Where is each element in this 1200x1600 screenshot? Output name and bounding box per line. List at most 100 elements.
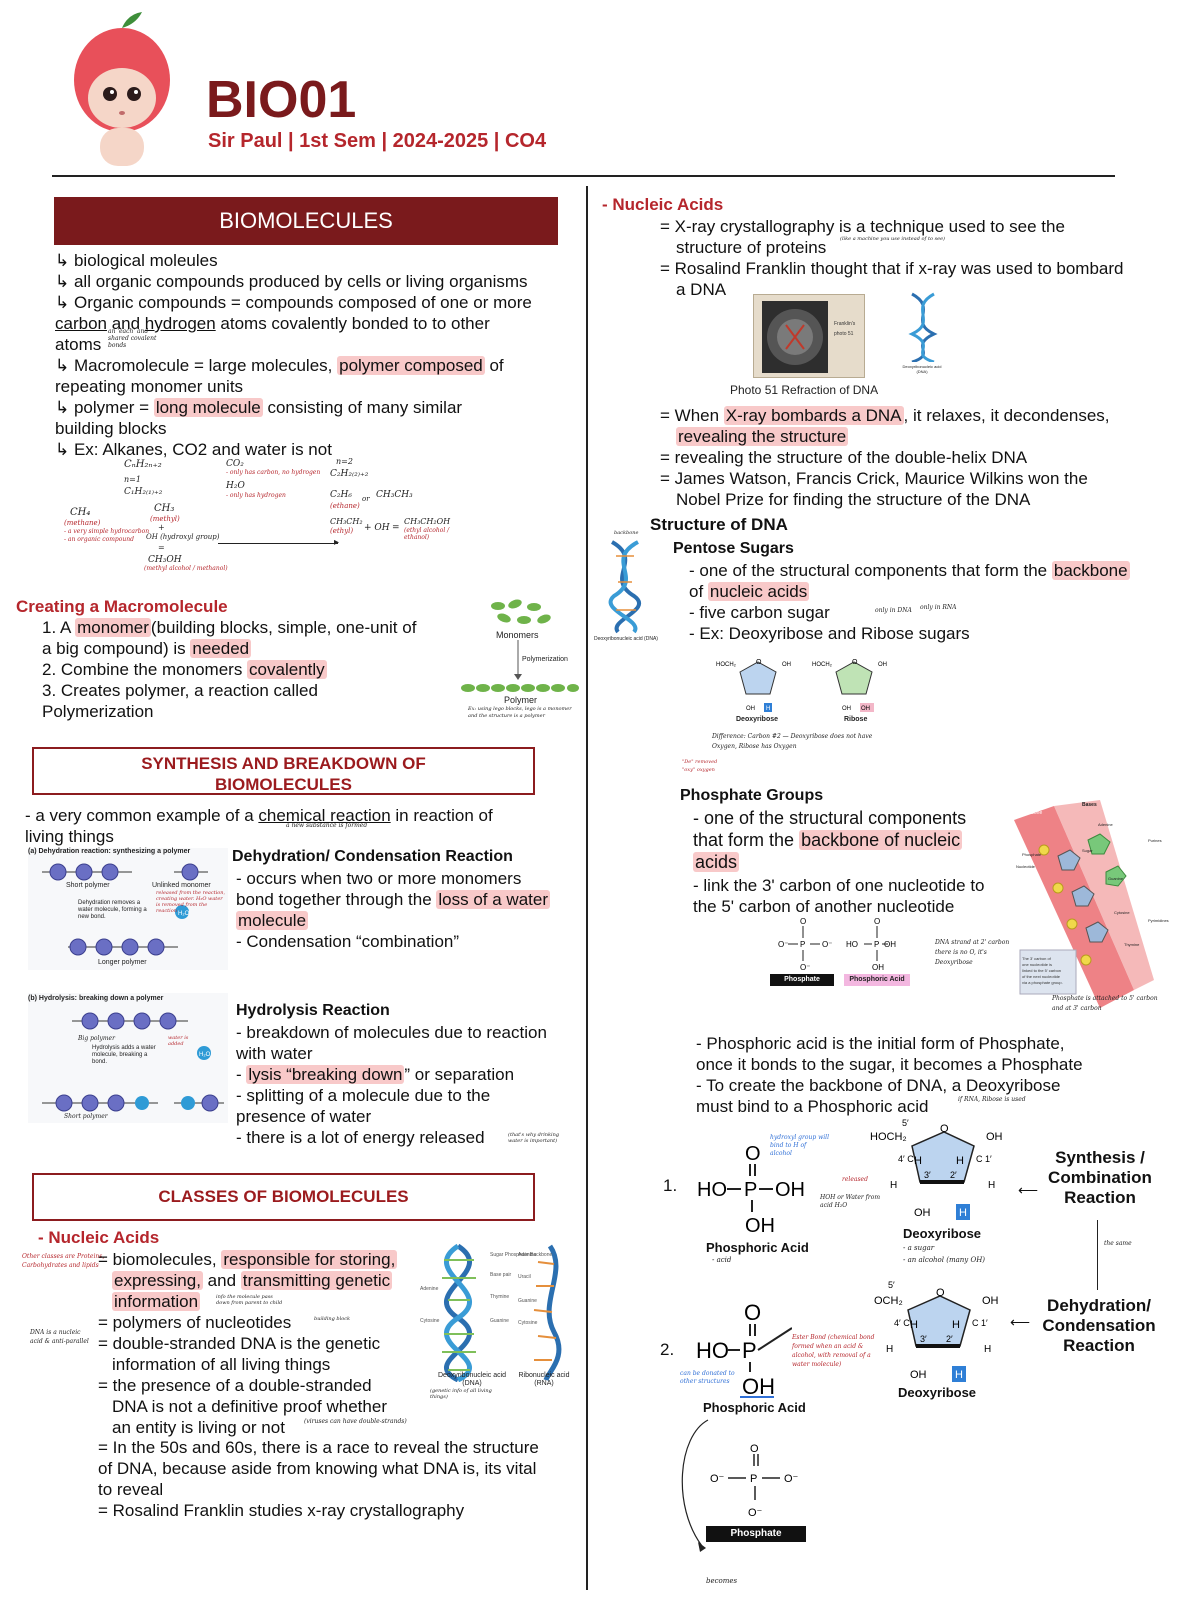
svg-text:OH: OH	[878, 662, 887, 668]
info-pass-note: info the molecule pass down from parent …	[216, 1294, 283, 1306]
difference-note: Difference: Carbon #2 — Deoxyribose does…	[712, 733, 873, 750]
reaction-1-sugar-label: Deoxyribose	[903, 1226, 982, 1241]
synthesis-intro-note: a new substance is formed	[286, 822, 368, 829]
dehydration-arrow: ⟵	[1010, 1314, 1031, 1330]
svg-text:one nucleotide is: one nucleotide is	[1022, 962, 1052, 967]
svg-text:O: O	[940, 1123, 949, 1135]
svg-text:OH: OH	[745, 1215, 775, 1237]
building-block-note: building block	[314, 1316, 351, 1322]
hydroxyl-note: hydroxyl group will bind to H of alcohol	[770, 1134, 830, 1157]
svg-text:O⁻: O⁻	[784, 1473, 799, 1485]
reaction-1-acid-label: Phosphoric Acid	[706, 1240, 809, 1255]
nucleic-acids-notes-2: = In the 50s and 60s, there is a race to…	[98, 1438, 539, 1520]
svg-text:The 3' carbon of: The 3' carbon of	[1022, 956, 1052, 961]
column-divider	[586, 186, 588, 1590]
hydrolysis-title: Hydrolysis Reaction	[236, 1002, 390, 1019]
hydrolysis-notes: - breakdown of molecules due to reaction…	[236, 1023, 547, 1147]
svg-text:via a phosphate group.: via a phosphate group.	[1022, 980, 1063, 985]
svg-text:4′ C: 4′ C	[898, 1154, 914, 1164]
svg-text:5′: 5′	[888, 1280, 895, 1290]
svg-text:OH: OH	[914, 1207, 931, 1219]
svg-text:H: H	[886, 1344, 893, 1355]
svg-text:of the next nucleotide: of the next nucleotide	[1022, 974, 1061, 979]
photo-51-caption: Photo 51 Refraction of DNA	[730, 383, 879, 397]
organic-line-2: carbon and hydrogen atoms covalently bon…	[55, 314, 490, 333]
svg-text:Base pair: Base pair	[490, 1272, 511, 1278]
donated-note: can be donated to other structures	[680, 1370, 735, 1385]
svg-text:OH: OH	[910, 1369, 927, 1381]
reaction-1-number: 1.	[663, 1176, 678, 1195]
svg-text:HO: HO	[846, 940, 858, 949]
svg-text:photo 51: photo 51	[834, 331, 854, 337]
svg-text:5′: 5′	[902, 1118, 909, 1128]
svg-text:2′: 2′	[950, 1170, 957, 1180]
svg-text:H₂O: H₂O	[178, 911, 190, 917]
svg-text:Uracil: Uracil	[518, 1274, 531, 1280]
svg-text:O: O	[936, 1287, 945, 1299]
svg-text:OH: OH	[782, 662, 791, 668]
sugar-note: - a sugar	[903, 1244, 935, 1252]
svg-text:HOCH₂: HOCH₂	[870, 1131, 907, 1143]
svg-text:linked to the 5' carbon: linked to the 5' carbon	[1022, 968, 1061, 973]
svg-text:Thymine: Thymine	[490, 1294, 509, 1300]
organic-note: an 'each' and shared covalent bonds	[108, 328, 157, 349]
svg-text:Adenine: Adenine	[420, 1286, 439, 1292]
synthesis-section-title: SYNTHESIS AND BREAKDOWN OF BIOMOLECULES	[32, 747, 535, 795]
organic-line-3: atoms	[55, 335, 102, 354]
bio-line-1: ↳ biological moleules	[55, 251, 218, 270]
creating-title: Creating a Macromolecule	[16, 597, 228, 616]
reaction-2-acid-label: Phosphoric Acid	[703, 1400, 806, 1415]
svg-text:O⁻: O⁻	[800, 963, 810, 972]
de-oxy-note: "De" removed "oxy" oxygen	[682, 759, 718, 773]
svg-text:C 1′: C 1′	[976, 1154, 992, 1164]
pentose-notes: - one of the structural components that …	[689, 561, 1130, 643]
biomolecules-banner: BIOMOLECULES	[54, 197, 558, 245]
reaction-1-acid-note: - acid	[712, 1256, 732, 1264]
svg-text:OH: OH	[742, 1374, 775, 1398]
svg-text:HO: HO	[696, 1338, 729, 1363]
svg-text:H: H	[955, 1369, 963, 1381]
svg-text:Cytosine: Cytosine	[420, 1318, 440, 1324]
svg-text:OH: OH	[775, 1179, 805, 1201]
svg-text:HOCH₂: HOCH₂	[812, 662, 833, 668]
svg-text:Adenine: Adenine	[518, 1252, 537, 1258]
svg-text:H: H	[956, 1155, 964, 1167]
nucleic-acids-title: - Nucleic Acids	[38, 1228, 160, 1247]
svg-text:Cytosine: Cytosine	[518, 1320, 538, 1326]
synthesis-reaction-label: Synthesis / Combination Reaction	[1048, 1148, 1152, 1207]
same-note: the same	[1104, 1240, 1132, 1247]
biomolecules-title: BIOMOLECULES	[219, 208, 393, 233]
hydrolysis-energy-note: (that's why drinking water is important)	[508, 1132, 560, 1144]
rna-ribose-note: if RNA, Ribose is used	[958, 1096, 1026, 1103]
bio-line-2: ↳ all organic compounds produced by cell…	[55, 272, 528, 291]
dehydration-reaction-label: Dehydration/ Condensation Reaction	[1042, 1296, 1156, 1355]
phosphate-notes: - one of the structural components that …	[693, 808, 967, 872]
svg-text:O⁻: O⁻	[778, 940, 788, 949]
polymer-line-2: building blocks	[55, 419, 167, 438]
structure-of-dna-title: Structure of DNA	[650, 515, 788, 534]
creating-steps: 1. A monomer(building blocks, simple, on…	[42, 618, 417, 721]
svg-text:OH: OH	[986, 1131, 1003, 1143]
nucleic-acids-notes: = biomolecules, responsible for storing,…	[98, 1250, 398, 1437]
monomer-figure: Monomers Polymerization Polymer Ex: usin…	[460, 598, 580, 730]
svg-text:H: H	[988, 1180, 995, 1191]
dna-rna-figure: Sugar Phosphate Backbone Base pair Thymi…	[418, 1242, 583, 1407]
dna-helix-small: Deoxyribonucleic acid (DNA)	[898, 292, 948, 374]
organic-line: ↳ Organic compounds = compounds composed…	[55, 293, 532, 312]
svg-text:3′: 3′	[924, 1170, 931, 1180]
released-note: released	[842, 1176, 868, 1183]
macro-line: ↳ Macromolecule = large molecules, polym…	[55, 356, 504, 375]
svg-text:OCH₂: OCH₂	[874, 1295, 903, 1307]
virus-note: (viruses can have double-strands)	[304, 1418, 407, 1425]
dehydration-title: Dehydration/ Condensation Reaction	[232, 848, 513, 865]
svg-text:P: P	[744, 1179, 757, 1201]
svg-text:4′ C: 4′ C	[894, 1318, 910, 1328]
phosphoric-acid-notes: - Phosphoric acid is the initial form of…	[696, 1034, 1083, 1116]
dehydration-notes: - occurs when two or more monomers bond …	[236, 869, 550, 951]
alcohol-note: - an alcohol (many OH)	[903, 1256, 986, 1264]
classes-section-title: CLASSES OF BIOMOLECULES	[32, 1173, 535, 1221]
svg-text:P: P	[800, 940, 805, 949]
polymer-line: ↳ polymer = long molecule consisting of …	[55, 398, 463, 417]
